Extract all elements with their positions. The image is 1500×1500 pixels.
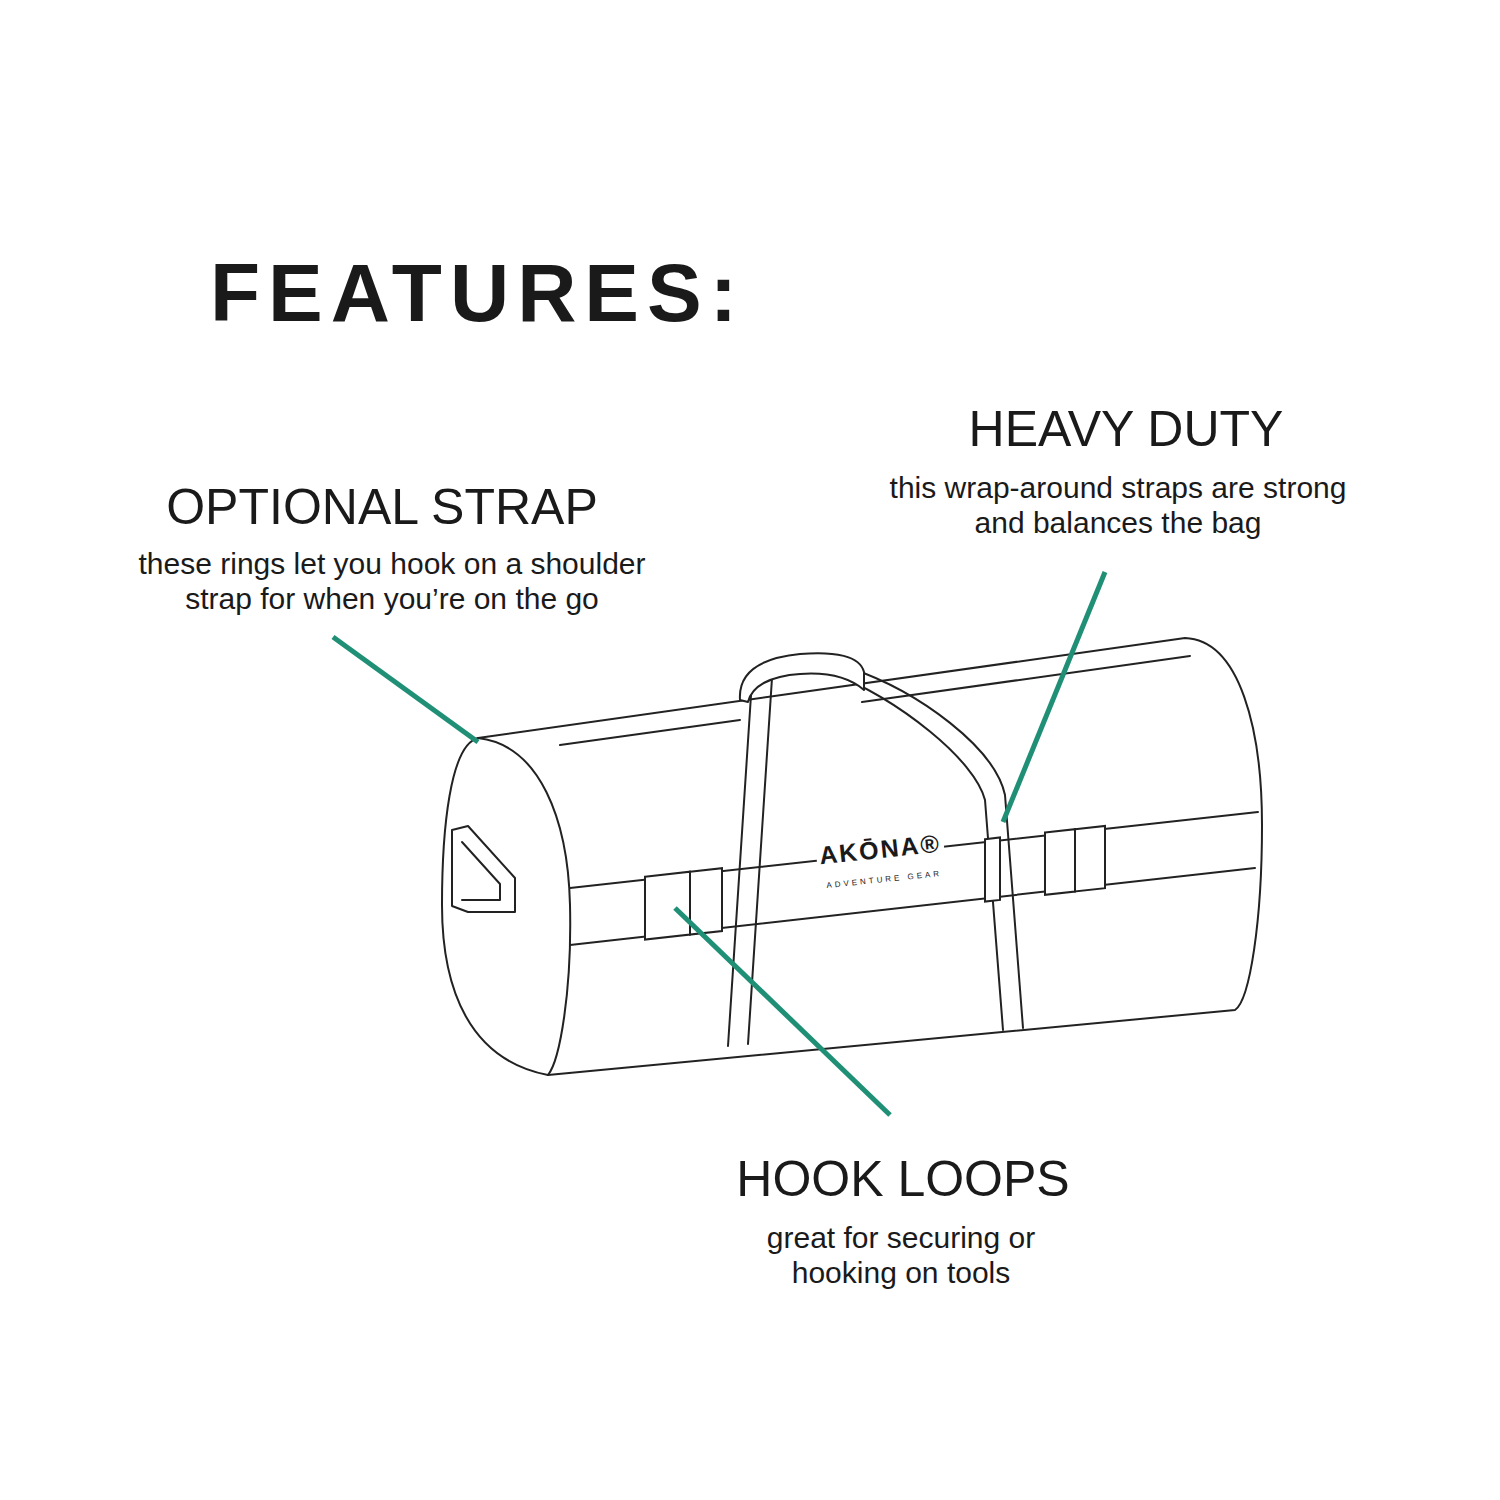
end-handle-inner	[462, 842, 500, 900]
callout-heading-box: HEAVY DUTY	[846, 404, 1406, 454]
end-handle	[452, 826, 515, 912]
callout-heading-box: OPTIONAL STRAP	[72, 482, 692, 532]
leader-line	[333, 637, 478, 742]
title-text: FEATURES:	[210, 252, 745, 334]
title: FEATURES:	[210, 252, 745, 334]
leader-line	[675, 908, 890, 1115]
hook-loop	[1075, 826, 1105, 892]
callout-text: these rings let you hook on a shoulder s…	[102, 546, 682, 616]
callout-heading-box: HOOK LOOPS	[623, 1154, 1183, 1204]
hook-loop	[1045, 829, 1075, 895]
callout-heading: OPTIONAL STRAP	[166, 482, 598, 532]
leader-line	[1003, 572, 1105, 822]
top-handle	[740, 653, 864, 702]
hook-loops	[645, 826, 1105, 940]
hook-loop	[645, 872, 690, 940]
callout-text-box: these rings let you hook on a shoulder s…	[102, 546, 682, 616]
hook-loop	[985, 837, 1000, 901]
callout-text: great for securing or hooking on tools	[731, 1220, 1071, 1290]
wrap-strap	[728, 678, 772, 1046]
callout-heading: HOOK LOOPS	[736, 1154, 1069, 1204]
callout-heading: HEAVY DUTY	[969, 404, 1284, 454]
side-band	[570, 812, 1258, 945]
callout-text-box: this wrap-around straps are strong and b…	[878, 470, 1358, 540]
top-seam	[560, 656, 1190, 745]
callout-text-box: great for securing or hooking on tools	[731, 1220, 1071, 1290]
bag-body	[442, 638, 1262, 1075]
callout-text: this wrap-around straps are strong and b…	[878, 470, 1358, 540]
